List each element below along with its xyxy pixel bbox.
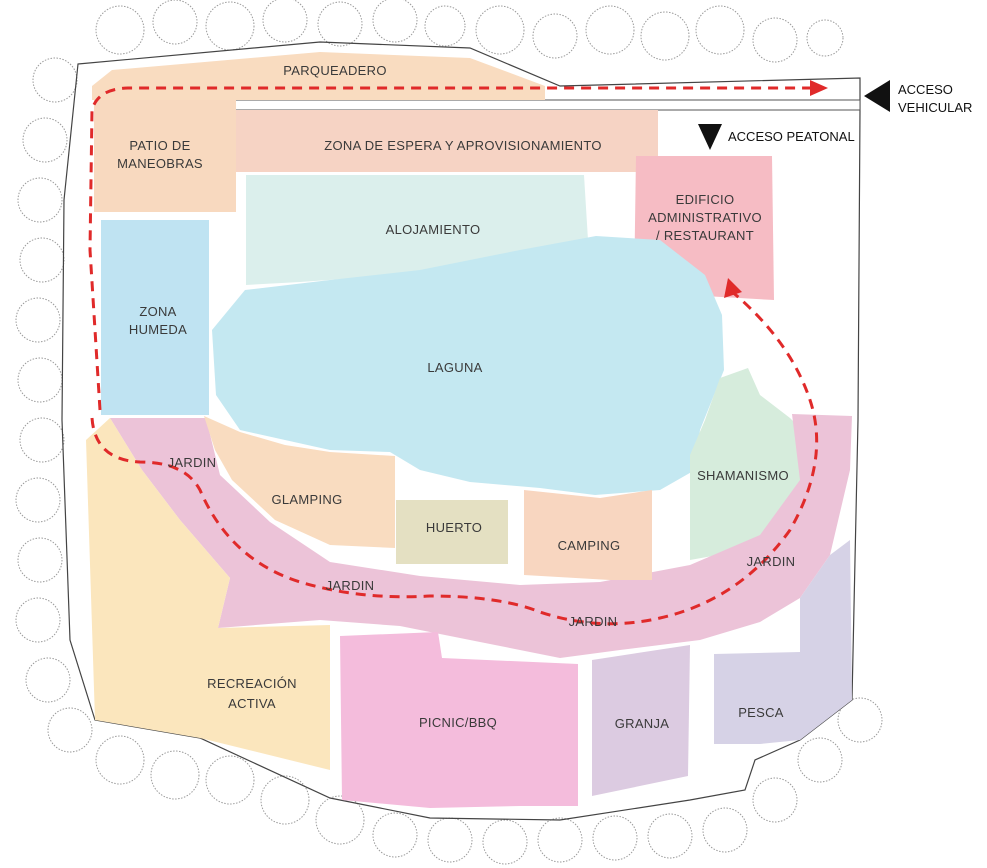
acceso-peatonal-label: ACCESO PEATONAL <box>728 129 855 144</box>
zone-camping <box>524 490 652 580</box>
arrow-triangle-icon <box>864 80 890 112</box>
zone-alojamiento <box>246 175 588 285</box>
pesca-label: PESCA <box>738 705 784 720</box>
jardin-label: JARDIN <box>569 614 618 629</box>
jardin-label: JARDIN <box>168 455 217 470</box>
laguna-label: LAGUNA <box>427 360 482 375</box>
zona-humeda-label-1: ZONA <box>139 304 176 319</box>
access-road <box>234 99 861 111</box>
zone-picnic-bbq <box>340 632 578 808</box>
vehicular-route-path <box>88 86 812 411</box>
zone-patio-de-maneobras <box>94 100 236 212</box>
recreacion-label-1: RECREACIÓN <box>207 676 297 691</box>
edificio-label-2: ADMINISTRATIVO <box>648 210 762 225</box>
zona-humeda-label-2: HUMEDA <box>129 322 187 337</box>
arrow-triangle-icon <box>698 124 722 150</box>
patio-label-1: PATIO DE <box>129 138 190 153</box>
huerto-label: HUERTO <box>426 520 482 535</box>
shamanismo-label: SHAMANISMO <box>697 468 789 483</box>
acceso-vehicular-label: ACCESO <box>898 82 953 97</box>
parqueadero-label: PARQUEADERO <box>283 63 386 78</box>
zone-espera-aprovisionamiento <box>236 110 658 172</box>
tree-icon <box>15 0 883 865</box>
camping-label: CAMPING <box>558 538 621 553</box>
jardin-label: JARDIN <box>326 578 375 593</box>
zone-zona-humeda <box>101 220 209 415</box>
edificio-label-3: / RESTAURANT <box>656 228 754 243</box>
edificio-label-1: EDIFICIO <box>676 192 735 207</box>
zone-pesca <box>714 540 852 744</box>
zone-jardin <box>110 414 852 658</box>
tree-ring <box>15 0 883 865</box>
alojamiento-label: ALOJAMIENTO <box>386 222 481 237</box>
site-boundary <box>61 41 861 821</box>
zone-huerto <box>396 500 508 564</box>
route-arrow-icon <box>810 80 828 96</box>
recreacion-label-2: ACTIVA <box>228 696 276 711</box>
zone-granja <box>592 645 690 796</box>
zone-recreacion-activa <box>86 418 330 770</box>
jardin-label: JARDIN <box>747 554 796 569</box>
picnic-label: PICNIC/BBQ <box>419 715 497 730</box>
granja-label: GRANJA <box>615 716 670 731</box>
glamping-label: GLAMPING <box>271 492 342 507</box>
zone-glamping <box>204 416 395 548</box>
pedestrian-route-path <box>90 288 819 626</box>
route-arrow-icon <box>724 278 742 298</box>
circulation-route <box>88 86 819 626</box>
patio-label-2: MANEOBRAS <box>117 156 203 171</box>
espera-label: ZONA DE ESPERA Y APROVISIONAMIENTO <box>324 138 602 153</box>
zone-laguna <box>212 236 724 495</box>
acceso-vehicular-label-2: VEHICULAR <box>898 100 972 115</box>
